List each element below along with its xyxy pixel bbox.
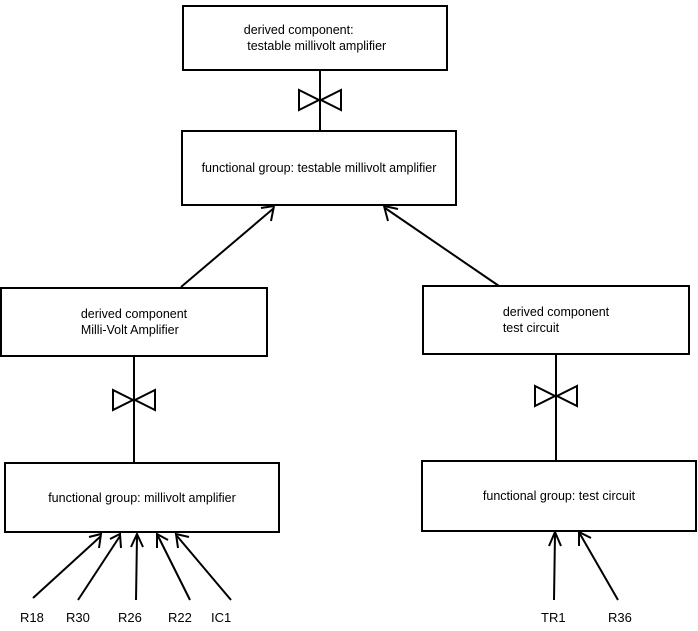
bowtie-right-icon bbox=[534, 384, 578, 408]
node-line-1: derived component bbox=[80, 307, 188, 321]
leaf-label-tr1: TR1 bbox=[541, 610, 566, 625]
leaf-label-r18: R18 bbox=[20, 610, 44, 625]
arrow-r36 bbox=[578, 530, 619, 601]
arrow-tr1 bbox=[548, 529, 562, 601]
node-functional-group-test-circuit[interactable]: functional group: test circuit bbox=[421, 460, 697, 532]
node-derived-test-circuit-text: derived component test circuit bbox=[503, 304, 609, 336]
leaf-label-r36: R36 bbox=[608, 610, 632, 625]
leaf-label-r22: R22 bbox=[168, 610, 192, 625]
arrow-r30 bbox=[77, 532, 122, 601]
node-line-2: Milli-Volt Amplifier bbox=[80, 323, 179, 337]
arrow-r22 bbox=[156, 532, 191, 601]
node-derived-test-circuit[interactable]: derived component test circuit bbox=[422, 285, 690, 355]
leaf-label-ic1: IC1 bbox=[211, 610, 232, 625]
bowtie-left-icon bbox=[112, 388, 156, 412]
node-functional-group-test-circuit-text: functional group: test circuit bbox=[482, 489, 636, 503]
node-line-1: derived component bbox=[502, 305, 610, 319]
arrow-r26 bbox=[130, 531, 144, 601]
arrow-r18 bbox=[32, 532, 103, 599]
node-line-2: test circuit bbox=[502, 321, 560, 335]
node-functional-group-millivolt-amplifier-text: functional group: millivolt amplifier bbox=[48, 490, 236, 505]
node-functional-group-millivolt-amplifier[interactable]: functional group: millivolt amplifier bbox=[4, 462, 280, 533]
node-functional-group-testable-millivolt-amplifier[interactable]: functional group: testable millivolt amp… bbox=[181, 130, 457, 206]
node-line-2: testable millivolt amplifier bbox=[243, 39, 387, 53]
node-derived-testable-millivolt-amplifier[interactable]: derived component: testable millivolt am… bbox=[182, 5, 448, 71]
node-line-1: derived component: bbox=[243, 23, 354, 37]
arrow-mv-amp-to-fg-testable bbox=[180, 204, 276, 288]
arrow-ic1 bbox=[174, 532, 232, 601]
leaf-label-r26: R26 bbox=[118, 610, 142, 625]
bowtie-top-icon bbox=[298, 88, 342, 112]
leaf-label-r30: R30 bbox=[66, 610, 90, 625]
arrow-test-circuit-to-fg-testable bbox=[382, 204, 500, 287]
node-derived-testable-millivolt-amplifier-text: derived component: testable millivolt am… bbox=[244, 22, 386, 54]
node-functional-group-testable-millivolt-amplifier-text: functional group: testable millivolt amp… bbox=[201, 161, 437, 175]
